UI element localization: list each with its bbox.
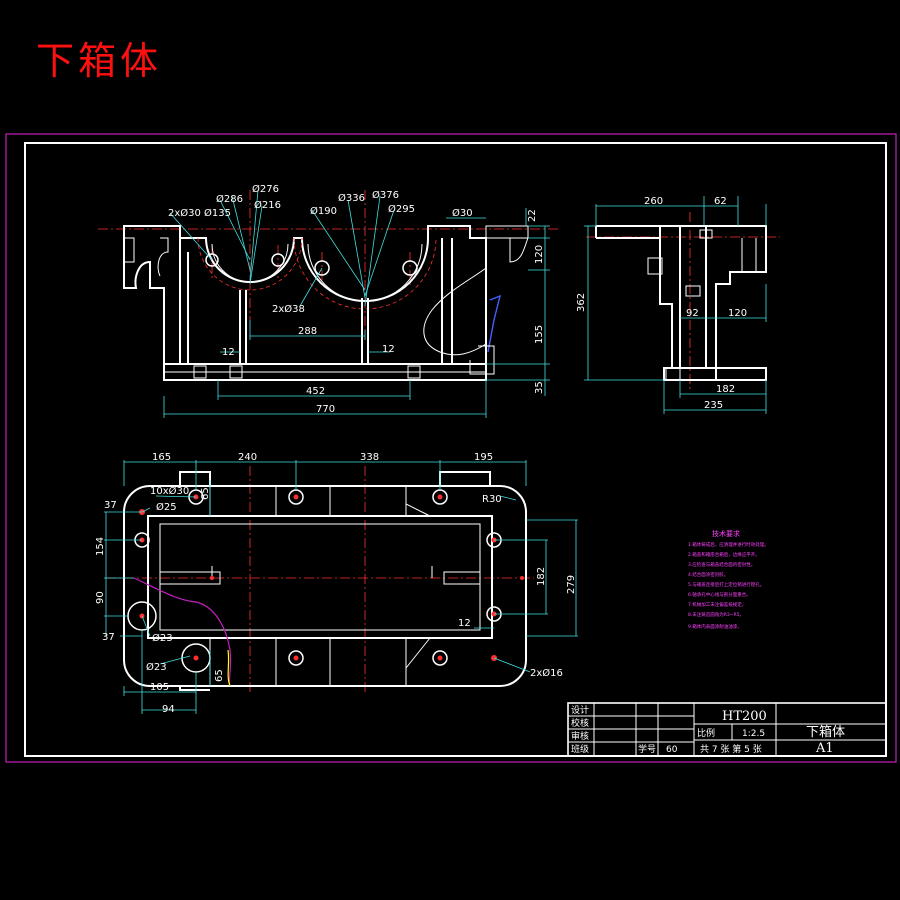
dim-d30: Ø30 [452, 207, 473, 219]
dim-37-top: 37 [104, 500, 117, 511]
row-review: 审核 [571, 730, 589, 742]
scale-value: 1:2.5 [742, 729, 765, 739]
dim-2xd30: 2xØ30 [168, 207, 201, 219]
row-no-label: 学号 [638, 743, 656, 755]
dim-12-right: 12 [382, 344, 395, 355]
dim-195: 195 [474, 452, 493, 463]
dim-240: 240 [238, 452, 257, 463]
dim-105: 105 [150, 682, 169, 693]
top-view-labels: 165 240 338 195 10xØ30 Ø25 R30 37 154 90… [95, 452, 577, 715]
dim-120: 120 [534, 245, 545, 264]
dim-62: 62 [714, 196, 727, 207]
sheet-info: 共 7 张 第 5 张 [700, 743, 762, 755]
dim-22: 22 [527, 209, 538, 222]
row-design: 设计 [571, 704, 589, 716]
inner-frame [24, 142, 887, 757]
dim-90: 90 [95, 591, 106, 604]
title-block: HT200 比例 1:2.5 共 7 张 第 5 张 下箱体 A1 设计 校核 … [567, 702, 887, 757]
scale-label: 比例 [697, 727, 715, 739]
tech-note-4: 4.结合面涂密封胶。 [688, 571, 728, 578]
dim-side-120: 120 [728, 308, 747, 319]
top-view [104, 460, 578, 714]
row-check: 校核 [571, 717, 589, 729]
tech-note-3: 3.应检查与箱盖结合面的密封性。 [688, 561, 755, 568]
label-2xd16: 2xØ16 [530, 667, 563, 679]
drawing-title: 下箱体 [36, 39, 162, 83]
tech-note-2: 2.箱盖和箱座合箱后，边缘应平齐。 [688, 551, 760, 558]
row-class: 班级 [571, 743, 589, 755]
dim-d276: Ø276 [252, 183, 279, 195]
dim-65-top: 65 [200, 487, 211, 500]
dim-452: 452 [306, 386, 325, 397]
dim-d336: Ø336 [338, 192, 365, 204]
label-bolt-holes: 10xØ30 [150, 485, 189, 497]
label-d25: Ø25 [156, 501, 177, 513]
label-d23-upper: Ø23 [152, 632, 173, 644]
dim-12-left: 12 [222, 347, 235, 358]
dim-165: 165 [152, 452, 171, 463]
tech-note-8: 8.未注铸造圆角为R3~R5。 [688, 611, 744, 618]
dim-770: 770 [316, 404, 335, 415]
dim-d295: Ø295 [388, 203, 415, 215]
front-view [98, 189, 560, 418]
tech-notes-heading: 技术要求 [712, 529, 740, 538]
tech-note-5: 5.与箱盖连接后打上定位销进行镗孔。 [688, 581, 764, 588]
dim-top-12: 12 [458, 618, 471, 629]
part-name: 下箱体 [806, 724, 845, 740]
tech-note-9: 9.箱体内表面涂耐油油漆。 [688, 623, 742, 630]
side-view-labels: 260 62 362 92 120 182 235 [576, 196, 747, 411]
dim-d286: Ø286 [216, 193, 243, 205]
technical-requirements: 技术要求 1.箱体铸成后，应清理并进行时效处理。 2.箱盖和箱座合箱后，边缘应平… [688, 529, 769, 630]
dim-d376: Ø376 [372, 189, 399, 201]
material: HT200 [722, 709, 767, 724]
dim-288: 288 [298, 326, 317, 337]
outer-frame [5, 133, 897, 763]
dim-362: 362 [576, 293, 587, 312]
dim-235: 235 [704, 400, 723, 411]
dim-top-182: 182 [536, 567, 547, 586]
dim-65-bottom: 65 [214, 669, 225, 682]
row-no-value: 60 [666, 745, 678, 755]
dim-154: 154 [95, 537, 106, 556]
dim-92: 92 [686, 308, 699, 319]
dim-d216: Ø216 [254, 199, 281, 211]
dim-37-bottom: 37 [102, 632, 115, 643]
tech-note-1: 1.箱体铸成后，应清理并进行时效处理。 [688, 541, 769, 548]
tech-note-6: 6.轴承孔中心线与剖分面重合。 [688, 591, 751, 598]
dim-338: 338 [360, 452, 379, 463]
sheet-size: A1 [815, 741, 834, 756]
label-r30: R30 [482, 494, 502, 505]
dim-182: 182 [716, 384, 735, 395]
dim-94: 94 [162, 704, 175, 715]
dim-d135: Ø135 [204, 207, 231, 219]
side-view [584, 196, 780, 414]
dim-279: 279 [566, 575, 577, 594]
front-view-labels: 2xØ30 Ø135 Ø286 Ø276 Ø216 Ø190 Ø336 Ø376… [168, 183, 545, 415]
label-d23-lower: Ø23 [146, 661, 167, 673]
dim-35: 35 [534, 381, 545, 394]
tech-note-7: 7.机械加工未注偏差按规定。 [688, 601, 746, 608]
dim-260: 260 [644, 196, 663, 207]
dim-155: 155 [534, 325, 545, 344]
dim-2xd38: 2xØ38 [272, 303, 305, 315]
dim-d190: Ø190 [310, 205, 337, 217]
